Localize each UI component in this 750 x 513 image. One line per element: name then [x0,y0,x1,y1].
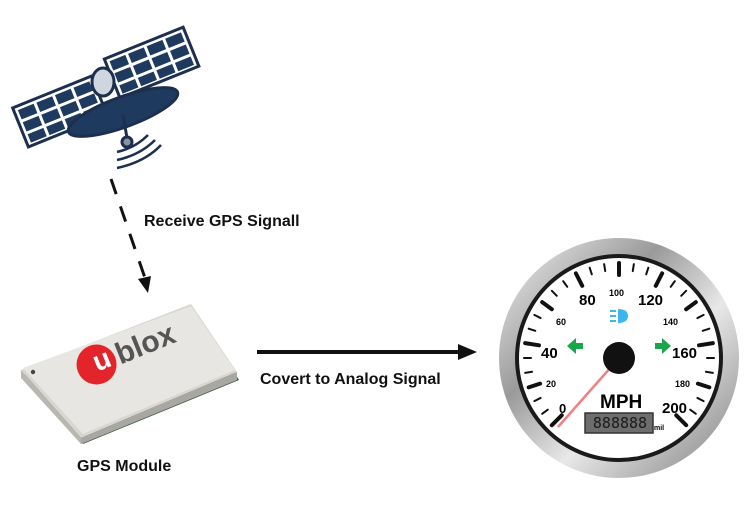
gauge-unit: MPH [600,392,643,413]
gauge-label-0: 0 [559,401,567,416]
satellite-icon [10,25,201,170]
gauge-label-100: 100 [609,288,625,298]
gauge-label-140: 140 [663,317,679,327]
gauge-label-160: 160 [672,345,698,362]
gauge-label-40: 40 [541,345,558,362]
odometer-display: 888888 [592,414,648,432]
gps-module-label: GPS Module [77,458,172,475]
gauge-label-20: 20 [546,379,557,389]
dashed-arrow [109,178,151,293]
gauge-label-120: 120 [638,292,664,309]
receive-signal-label: Receive GPS Signall [144,213,300,230]
right-turn-arrow-icon [655,338,671,354]
headlight-icon [610,309,628,323]
solid-arrow [257,344,477,360]
gauge-label-80: 80 [579,292,596,309]
left-turn-arrow-icon [567,338,583,354]
gauge-label-180: 180 [675,379,691,389]
gauge-label-200: 200 [662,400,688,417]
odometer-unit: mil [654,425,665,432]
gps-module-chip [21,304,239,444]
speedometer-icon [499,238,739,478]
convert-signal-label: Covert to Analog Signal [260,371,441,388]
gauge-label-60: 60 [556,317,567,327]
